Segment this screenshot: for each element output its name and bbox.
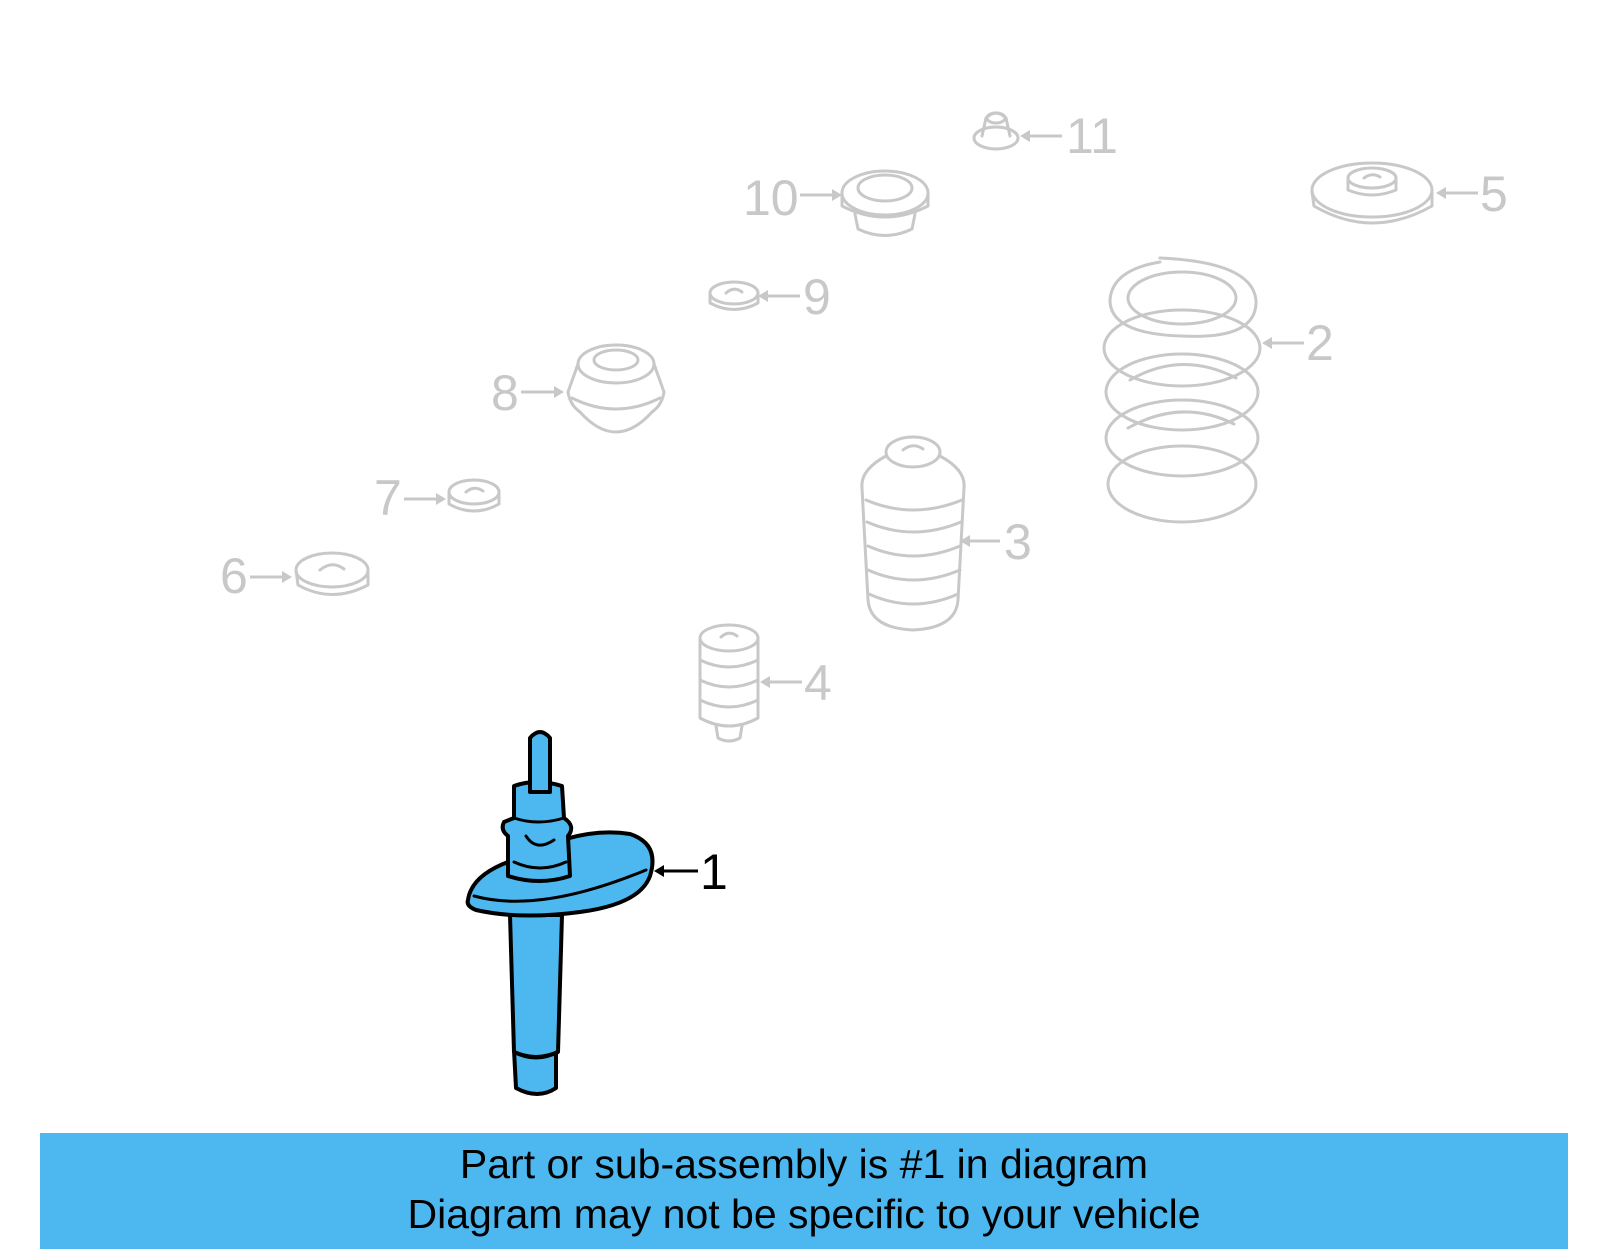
callout-label-11: 11 xyxy=(1066,108,1118,164)
callout-6-arrow xyxy=(250,571,292,583)
callout-1-arrow xyxy=(654,865,698,877)
part-7[interactable] xyxy=(447,478,501,513)
banner-line-2: Diagram may not be specific to your vehi… xyxy=(407,1191,1201,1237)
part-1-strut[interactable] xyxy=(465,730,655,1096)
callout-label-9: 9 xyxy=(803,269,831,325)
part-6[interactable] xyxy=(294,551,370,596)
part-5[interactable] xyxy=(1310,161,1434,225)
callout-3-arrow xyxy=(960,535,1000,547)
part-4[interactable] xyxy=(698,623,760,743)
info-banner: Part or sub-assembly is #1 in diagram Di… xyxy=(40,1133,1568,1249)
part-10[interactable] xyxy=(840,169,930,237)
callout-4-arrow xyxy=(760,676,802,688)
callout-11-arrow xyxy=(1020,130,1062,142)
callout-10-arrow xyxy=(800,189,842,201)
callout-label-3: 3 xyxy=(1004,514,1032,570)
callout-label-4: 4 xyxy=(804,655,832,711)
callout-9-arrow xyxy=(758,290,800,302)
callout-label-1: 1 xyxy=(700,844,728,900)
callout-8-arrow xyxy=(521,386,564,398)
part-2[interactable] xyxy=(1102,256,1262,524)
callout-7-arrow xyxy=(404,493,446,505)
part-11[interactable] xyxy=(972,111,1020,151)
callout-label-2: 2 xyxy=(1306,315,1334,371)
part-9[interactable] xyxy=(708,280,760,311)
callout-label-7: 7 xyxy=(374,470,402,526)
callout-label-6: 6 xyxy=(220,548,248,604)
part-3[interactable] xyxy=(860,435,966,632)
callout-label-8: 8 xyxy=(491,365,519,421)
callout-2-arrow xyxy=(1262,337,1304,349)
callout-label-5: 5 xyxy=(1480,166,1508,222)
callout-5-arrow xyxy=(1436,187,1478,199)
part-8[interactable] xyxy=(566,343,666,434)
callout-label-10: 10 xyxy=(743,170,799,226)
banner-line-1: Part or sub-assembly is #1 in diagram xyxy=(459,1141,1149,1187)
